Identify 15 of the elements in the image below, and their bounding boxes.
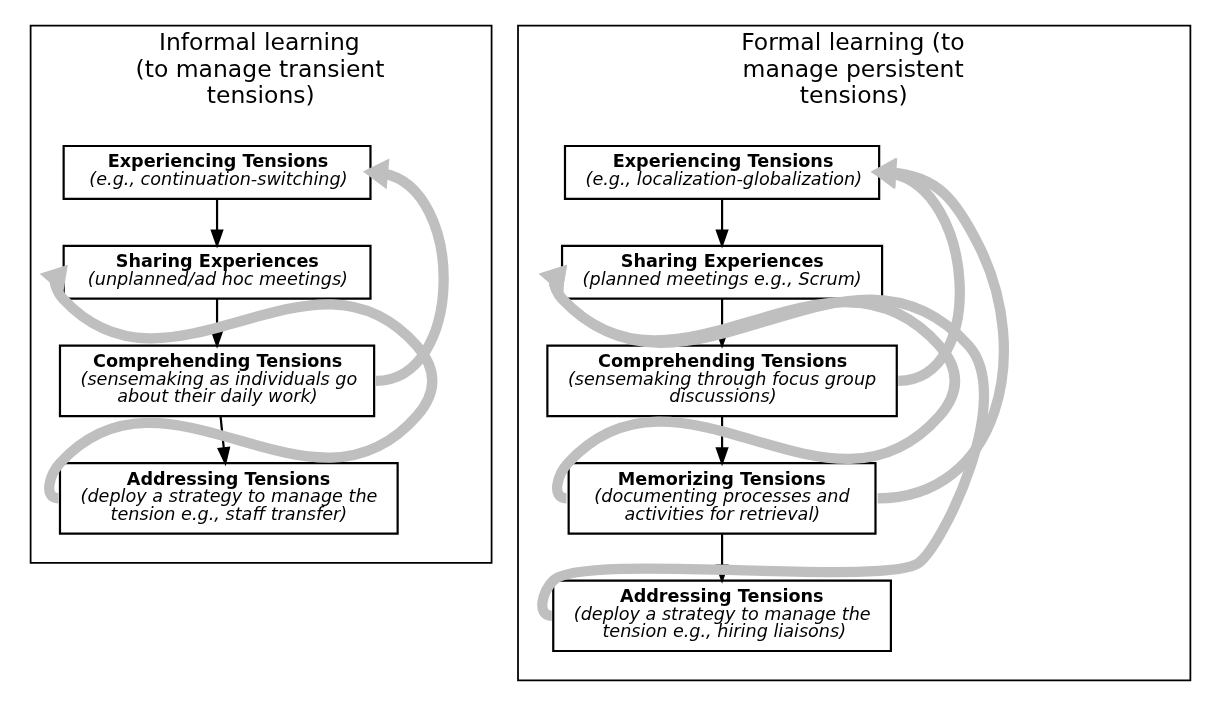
node-box: Comprehending Tensions (sensemaking as individuals go about their daily work) [58, 344, 375, 418]
node-box: Experiencing Tensions (e.g., continuation-switching) [62, 144, 372, 200]
arrow [362, 158, 449, 386]
arrow [538, 264, 960, 503]
arrow [209, 199, 224, 249]
arrow [714, 416, 729, 467]
node-box: Experiencing Tensions (e.g., localization-globalization) [563, 144, 880, 200]
arrow [714, 199, 729, 249]
node-box: Addressing Tensions (deploy a strategy to manage the tension e.g., hiring liaisons) [551, 579, 892, 653]
arrow [39, 264, 437, 503]
node-box: Sharing Experiences (planned meetings e.g., Scrum) [560, 244, 883, 300]
node-box: Memorizing Tensions (documenting processes and activities for retrieval) [567, 462, 877, 535]
node-box: Sharing Experiences (unplanned/ad hoc meetings) [62, 244, 372, 300]
node-box: Comprehending Tensions (sensemaking through focus group discussions) [545, 344, 898, 418]
node-box: Addressing Tensions (deploy a strategy to manage the tension e.g., staff transfer) [58, 462, 399, 535]
